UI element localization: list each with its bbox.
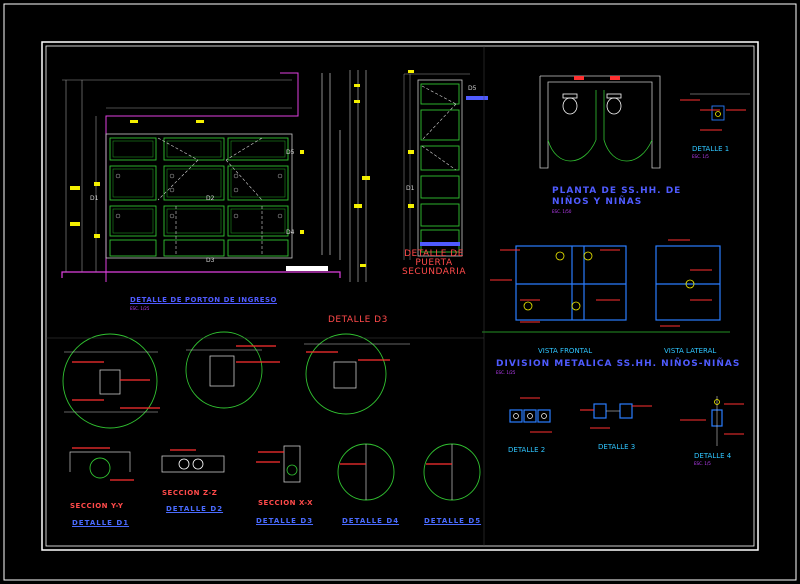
seccion-xx-drawing xyxy=(256,445,301,483)
division-vista-frontal xyxy=(482,245,640,333)
title-puerta: DETALLE DE PUERTA SECUNDARIA xyxy=(402,249,466,277)
detalle-4-drawing xyxy=(680,396,744,446)
seccion-zz-drawing xyxy=(161,449,225,473)
detalle-d4-circle xyxy=(337,443,395,501)
caption-detalle-d4: DETALLE D4 xyxy=(342,517,400,525)
caption-seccion-yy: SECCION Y-Y xyxy=(70,502,124,510)
caption-seccion-xx: SECCION X-X xyxy=(258,499,314,507)
detalle-circle-3 xyxy=(304,333,410,415)
scale-detalle-4: ESC. 1/5 xyxy=(694,461,711,466)
caption-detalle-2: DETALLE 2 xyxy=(508,446,546,454)
title-detalle-d3: DETALLE D3 xyxy=(328,315,388,325)
caption-detalle-d3b: DETALLE D3 xyxy=(256,517,314,525)
caption-detalle-d2: DETALLE D2 xyxy=(166,505,224,513)
detalle-circle-1 xyxy=(62,333,160,429)
planta-sshh xyxy=(539,75,661,169)
caption-detalle-4: DETALLE 4 xyxy=(694,452,732,460)
scale-porton: ESC. 1/25 xyxy=(130,306,150,311)
marker-d3: D3 xyxy=(206,257,215,264)
marker-d2: D2 xyxy=(206,195,215,202)
detalle-d5-circle xyxy=(423,443,481,501)
caption-detalle-1: DETALLE 1 xyxy=(692,145,730,153)
caption-detalle-d1: DETALLE D1 xyxy=(72,519,130,527)
division-vista-lateral xyxy=(640,239,730,333)
detalle-2-drawing xyxy=(509,397,552,433)
marker-d1: D1 xyxy=(90,195,99,202)
caption-vista-frontal: VISTA FRONTAL xyxy=(538,347,593,355)
marker-d5: D5 xyxy=(286,149,295,156)
caption-seccion-zz: SECCION Z-Z xyxy=(162,489,218,497)
scale-planta: ESC. 1/50 xyxy=(552,209,572,214)
porton-elevation xyxy=(61,72,341,282)
scale-detalle-1: ESC. 1/5 xyxy=(692,154,709,159)
caption-detalle-3: DETALLE 3 xyxy=(598,443,636,451)
porton-side-section xyxy=(349,70,370,282)
detalle-3-drawing xyxy=(580,403,652,429)
sheet-frame xyxy=(3,3,797,581)
title-porton: DETALLE DE PORTON DE INGRESO xyxy=(130,296,277,304)
marker-d1-puerta: D1 xyxy=(406,185,415,192)
marker-d4: D4 xyxy=(286,229,295,236)
caption-vista-lateral: VISTA LATERAL xyxy=(664,347,717,355)
caption-detalle-d5: DETALLE D5 xyxy=(424,517,482,525)
detalle-1-drawing xyxy=(680,93,750,131)
seccion-yy-drawing xyxy=(69,447,134,481)
sheet-guide-lines xyxy=(46,46,485,546)
marker-d5-puerta: D5 xyxy=(468,85,477,92)
puerta-secundaria-elevation xyxy=(403,70,488,260)
title-division: DIVISION METALICA SS.HH. NIÑOS-NIÑAS xyxy=(496,359,741,369)
scale-division: ESC. 1/25 xyxy=(496,370,516,375)
detalle-circle-2 xyxy=(185,331,280,409)
title-planta: PLANTA DE SS.HH. DE NIÑOS Y NIÑAS xyxy=(552,186,682,207)
